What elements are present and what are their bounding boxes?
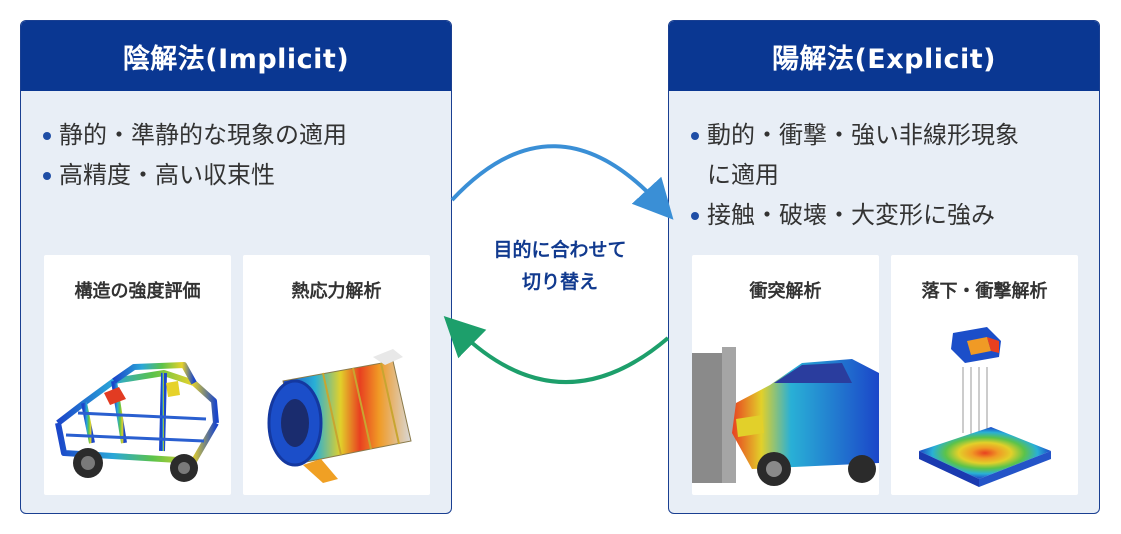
implicit-bullet-list: 静的・準静的な現象の適用 高精度・高い収束性 [21, 91, 451, 195]
card-label: 構造の強度評価 [74, 281, 201, 302]
car-body-stress-image [44, 323, 231, 495]
card-label: 熱応力解析 [291, 281, 382, 302]
explicit-bullet: 接触・破壊・大変形に強み [691, 195, 1099, 235]
card-thermal-stress: 熱応力解析 [243, 255, 430, 495]
implicit-title: 陰解法(Implicit) [122, 43, 350, 75]
explicit-bullet: 動的・衝撃・強い非線形現象 に適用 [691, 115, 1099, 195]
arrow-to-implicit [443, 316, 670, 385]
card-label: 衝突解析 [749, 281, 822, 302]
card-structural-strength: 構造の強度評価 [44, 255, 231, 495]
switch-caption-line1: 目的に合わせて [493, 239, 627, 261]
thermal-stress-cylinder-image [243, 323, 430, 495]
card-label: 落下・衝撃解析 [921, 281, 1048, 302]
card-drop-impact: 落下・衝撃解析 [891, 255, 1078, 495]
explicit-bullet-list: 動的・衝撃・強い非線形現象 に適用 接触・破壊・大変形に強み [669, 91, 1099, 235]
implicit-header: 陰解法(Implicit) [21, 21, 451, 91]
car-crash-image [692, 323, 879, 495]
switch-caption-line2: 切り替え [521, 271, 598, 293]
implicit-bullet: 静的・準静的な現象の適用 [43, 115, 451, 155]
drop-impact-image [891, 323, 1078, 495]
explicit-header: 陽解法(Explicit) [669, 21, 1099, 91]
explicit-panel: 陽解法(Explicit) 動的・衝撃・強い非線形現象 に適用 接触・破壊・大変… [668, 20, 1100, 514]
implicit-panel: 陰解法(Implicit) 静的・準静的な現象の適用 高精度・高い収束性 構造の… [20, 20, 452, 514]
explicit-title: 陽解法(Explicit) [771, 43, 997, 75]
implicit-bullet: 高精度・高い収束性 [43, 155, 451, 195]
switch-caption: 目的に合わせて 切り替え [470, 234, 650, 298]
arrow-to-explicit [450, 144, 674, 220]
card-crash-analysis: 衝突解析 [692, 255, 879, 495]
